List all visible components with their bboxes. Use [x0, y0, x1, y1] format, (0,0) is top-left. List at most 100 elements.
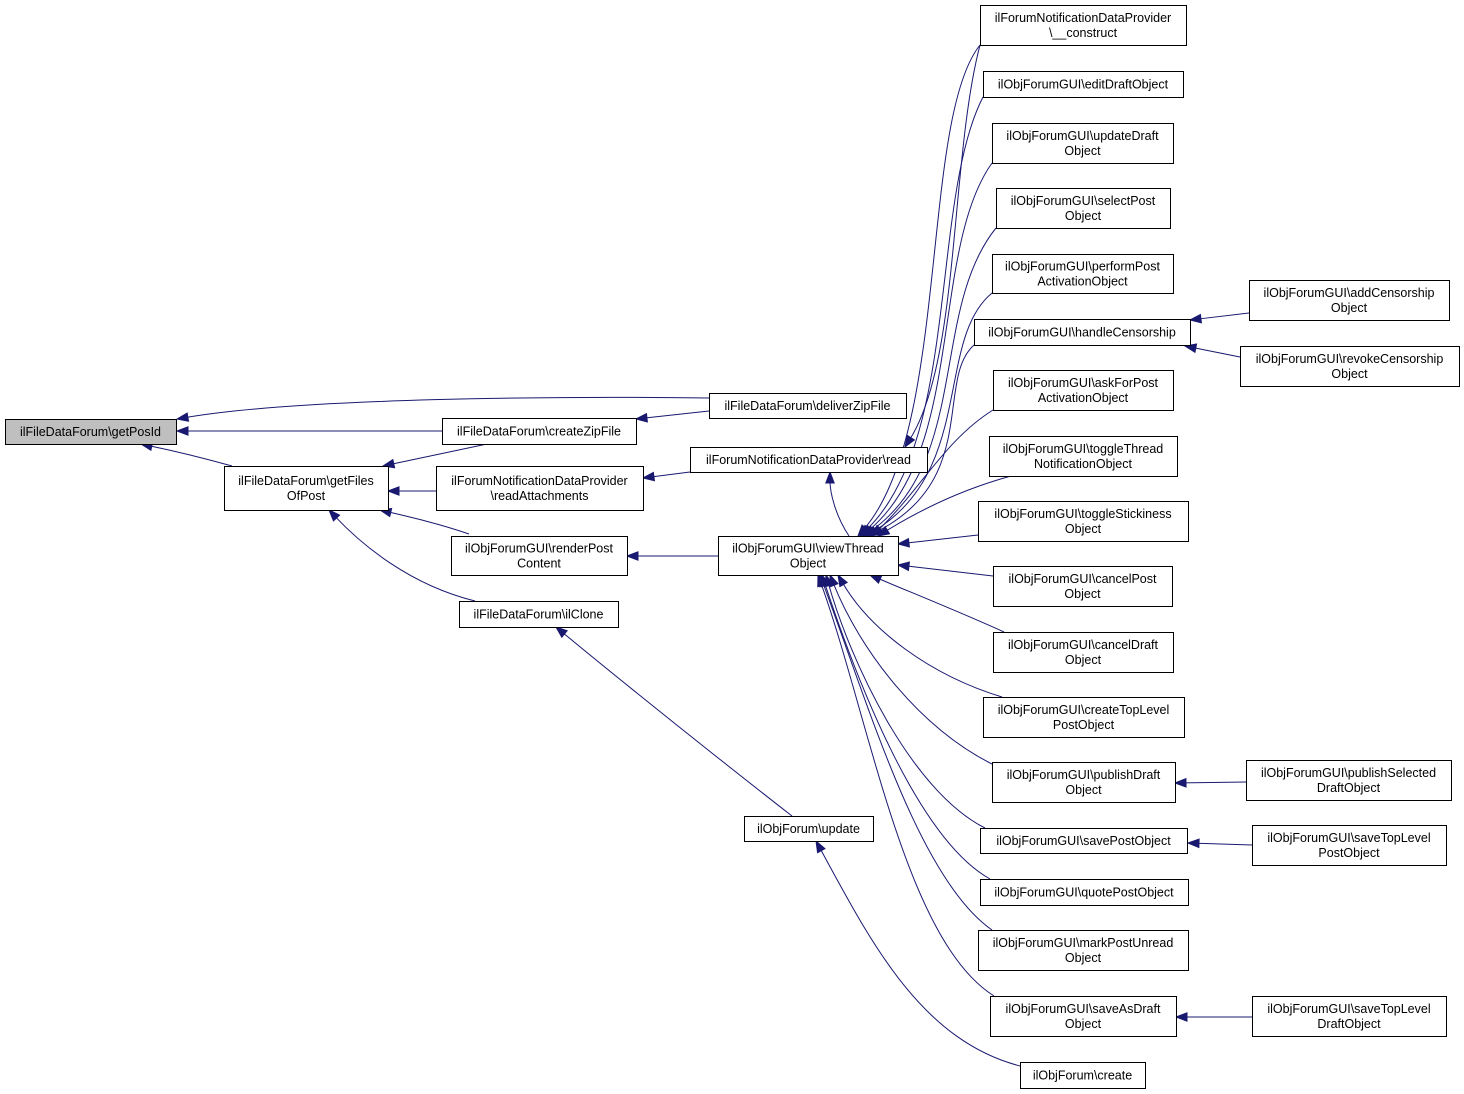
edge-forumUpdate-to-ilClone	[554, 626, 793, 817]
node-label: ilObjForumGUI\selectPost	[1011, 194, 1156, 208]
node-notifRead[interactable]: ilForumNotificationDataProvider\read	[690, 447, 928, 473]
node-label: Object	[1331, 367, 1368, 381]
node-editDraftObject[interactable]: ilObjForumGUI\editDraftObject	[983, 71, 1184, 98]
edge-createZipFile-to-getFilesOfPost	[381, 443, 488, 469]
edge-askForPostActivation-to-viewThreadObject	[870, 409, 994, 537]
edge-line	[906, 534, 979, 544]
node-notifConstruct[interactable]: ilForumNotificationDataProvider\__constr…	[980, 5, 1187, 46]
node-label: DraftObject	[1317, 1017, 1381, 1031]
node-label: \readAttachments	[491, 489, 589, 503]
edge-handleCensorship-to-viewThreadObject	[866, 344, 975, 537]
node-label: ilObjForumGUI\cancelPost	[1009, 572, 1157, 586]
edge-saveTopLevelDraft-to-saveAsDraft	[1174, 1012, 1252, 1022]
node-label: ilObjForumGUI\createTopLevel	[998, 703, 1170, 717]
node-label: ilObjForumGUI\publishDraft	[1007, 768, 1161, 782]
edge-getFilesOfPost-to-getPosId	[139, 441, 233, 467]
edge-updateDraftObject-to-viewThreadObject	[860, 162, 993, 537]
arrowhead-icon	[1186, 838, 1200, 849]
node-box	[980, 828, 1188, 854]
edge-line	[824, 583, 991, 880]
node-label: ilFileDataForum\deliverZipFile	[724, 399, 890, 413]
edge-line	[885, 475, 1012, 532]
node-box	[709, 393, 907, 419]
node-label: PostObject	[1053, 718, 1115, 732]
node-deliverZipFile[interactable]: ilFileDataForum\deliverZipFile	[709, 393, 907, 419]
node-performPostActivation[interactable]: ilObjForumGUI\performPostActivationObjec…	[992, 254, 1174, 294]
node-label: ilObjForumGUI\toggleThread	[1003, 442, 1164, 456]
node-box	[974, 319, 1191, 346]
node-label: \__construct	[1049, 26, 1118, 40]
arrowhead-icon	[896, 561, 910, 572]
edge-addCensorship-to-handleCensorship	[1188, 312, 1250, 324]
node-label: ilObjForumGUI\handleCensorship	[988, 326, 1176, 340]
node-box	[718, 536, 899, 576]
edge-viewThreadObject-to-renderPostContent	[625, 551, 718, 561]
node-savePostObject[interactable]: ilObjForumGUI\savePostObject	[980, 828, 1188, 854]
edge-line	[878, 409, 994, 531]
node-label: ilObjForumGUI\revokeCensorship	[1256, 352, 1444, 366]
edge-line	[909, 44, 981, 440]
node-label: DraftObject	[1317, 781, 1381, 795]
node-label: ilFileDataForum\createZipFile	[457, 425, 621, 439]
node-box	[992, 254, 1174, 294]
node-label: Object	[790, 557, 827, 571]
edge-revokeCensorship-to-handleCensorship	[1183, 343, 1241, 358]
node-box	[993, 370, 1174, 411]
node-label: ilObjForumGUI\markPostUnread	[993, 936, 1174, 950]
node-label: Object	[1065, 1017, 1102, 1031]
edge-line	[388, 511, 470, 535]
node-label: Content	[517, 557, 561, 571]
edge-line	[149, 445, 233, 467]
node-label: Object	[1065, 783, 1102, 797]
node-box	[983, 697, 1185, 738]
arrowhead-icon	[1173, 777, 1187, 788]
node-forumUpdate[interactable]: ilObjForum\update	[744, 816, 874, 842]
edge-line	[866, 96, 984, 531]
edge-viewThreadObject-to-notifRead	[825, 470, 850, 537]
arrowhead-icon	[328, 508, 341, 522]
arrowhead-icon	[837, 573, 849, 588]
node-label: Object	[1064, 587, 1101, 601]
node-box	[1246, 760, 1452, 801]
node-label: Object	[1065, 522, 1102, 536]
node-label: ilFileDataForum\ilClone	[474, 608, 604, 622]
edge-line	[878, 578, 1005, 633]
node-handleCensorship[interactable]: ilObjForumGUI\handleCensorship	[974, 319, 1191, 346]
node-getPosId[interactable]: ilFileDataForum\getPosId	[5, 419, 177, 445]
edge-line	[868, 162, 993, 531]
edge-cancelPost-to-viewThreadObject	[896, 561, 994, 577]
arrowhead-icon	[868, 574, 883, 585]
arrowhead-icon	[175, 426, 189, 436]
node-readAttachments[interactable]: ilForumNotificationDataProvider\readAtta…	[436, 466, 644, 511]
node-quotePostObject[interactable]: ilObjForumGUI\quotePostObject	[980, 879, 1189, 906]
node-createZipFile[interactable]: ilFileDataForum\createZipFile	[442, 418, 637, 445]
edge-line	[906, 565, 994, 577]
node-ilClone[interactable]: ilFileDataForum\ilClone	[459, 601, 619, 628]
arrowhead-icon	[175, 412, 190, 422]
edge-line	[819, 848, 1021, 1067]
node-label: ActivationObject	[1037, 275, 1128, 289]
edge-line	[873, 292, 993, 532]
node-toggleThreadNotification[interactable]: ilObjForumGUI\toggleThreadNotificationOb…	[989, 436, 1178, 477]
node-forumCreate[interactable]: ilObjForum\create	[1020, 1062, 1146, 1089]
edge-publishSelectedDraft-to-publishDraft	[1173, 777, 1247, 788]
edge-toggleStickiness-to-viewThreadObject	[896, 534, 979, 548]
